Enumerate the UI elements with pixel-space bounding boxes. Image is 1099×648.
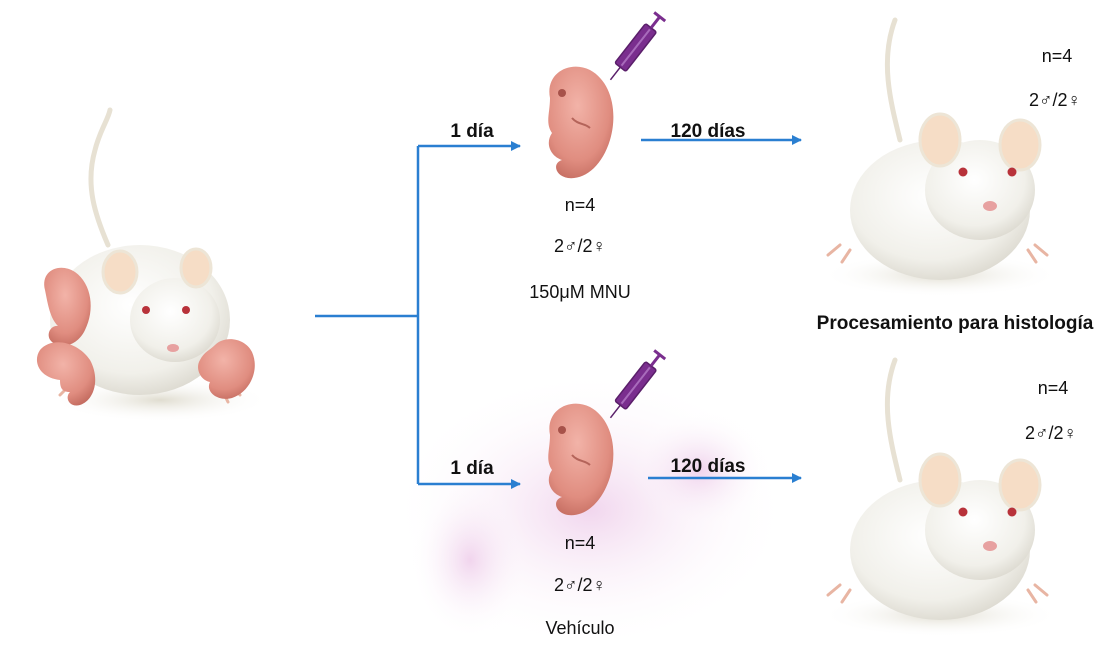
top-embryo-n: n=4: [520, 195, 640, 216]
top-adult-n: n=4: [1022, 46, 1092, 67]
top-embryo-sex: 2♂/2♀: [520, 236, 640, 257]
pregnant-mouse-icon: [37, 110, 270, 422]
adult-mouse-icon: [820, 360, 1060, 637]
top-embryo-treatment: 150μM MNU: [505, 282, 655, 303]
top-adult-sex: 2♂/2♀: [1010, 90, 1099, 111]
syringe-icon: [605, 12, 665, 84]
top-time2-label: 120 días: [648, 121, 768, 143]
embryo-icon: [548, 67, 613, 179]
top-time1-label: 1 día: [432, 121, 512, 143]
bottom-adult-n: n=4: [1018, 378, 1088, 399]
bottom-adult-sex: 2♂/2♀: [1006, 423, 1096, 444]
bottom-embryo-sex: 2♂/2♀: [520, 575, 640, 596]
bottom-embryo-treatment: Vehículo: [520, 618, 640, 639]
bottom-time1-label: 1 día: [432, 458, 512, 480]
bottom-time2-label: 120 días: [648, 456, 768, 478]
process-label: Procesamiento para histología: [815, 313, 1095, 335]
bottom-embryo-n: n=4: [520, 533, 640, 554]
